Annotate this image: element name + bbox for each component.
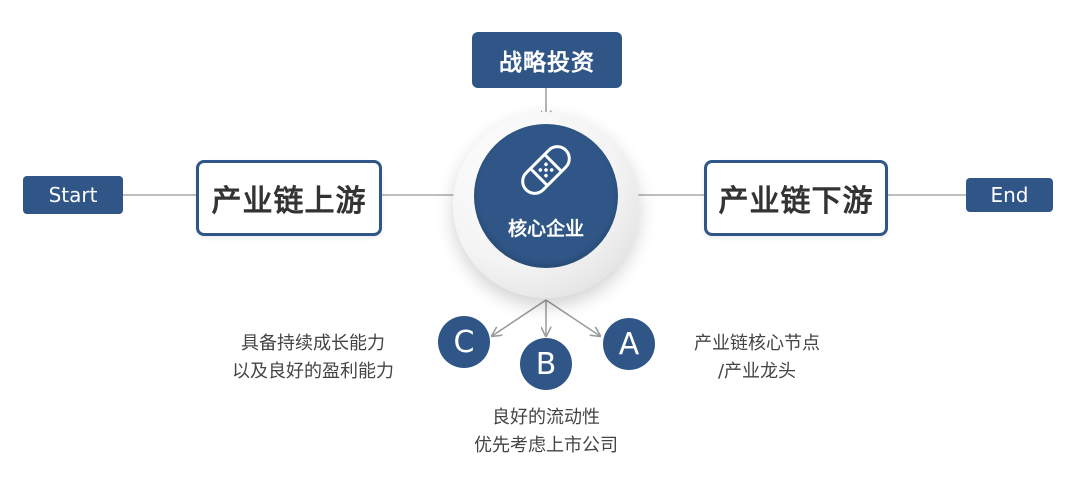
- criterion-a-line-2: /产业龙头: [717, 361, 797, 382]
- criterion-c-line-1: 具备持续成长能力: [241, 333, 385, 354]
- criterion-a-line-1: 产业链核心节点: [694, 333, 820, 354]
- criterion-c-circle: C: [438, 316, 490, 368]
- arrow-hub-a: [545, 299, 600, 336]
- criterion-b-text: 良好的流动性 优先考虑上市公司: [456, 404, 636, 460]
- start-label: Start: [23, 176, 123, 214]
- criterion-c-text: 具备持续成长能力 以及良好的盈利能力: [218, 330, 408, 386]
- arrow-hub-c: [492, 299, 547, 336]
- criterion-b-line-2: 优先考虑上市公司: [474, 435, 618, 456]
- core-enterprise-circle: [474, 124, 618, 268]
- criterion-c-line-2: 以及良好的盈利能力: [232, 361, 394, 382]
- criterion-a-circle: A: [603, 318, 655, 370]
- criterion-b-line-1: 良好的流动性: [492, 407, 600, 428]
- core-enterprise-label: 核心企业: [507, 218, 584, 240]
- end-label: End: [966, 178, 1053, 212]
- criterion-a-text: 产业链核心节点 /产业龙头: [672, 330, 842, 386]
- bandage-icon: [521, 145, 571, 195]
- upstream-box: 产业链上游: [196, 160, 382, 236]
- strategic-investment-box: 战略投资: [472, 32, 622, 88]
- downstream-box: 产业链下游: [704, 160, 888, 236]
- criterion-b-circle: B: [520, 338, 572, 390]
